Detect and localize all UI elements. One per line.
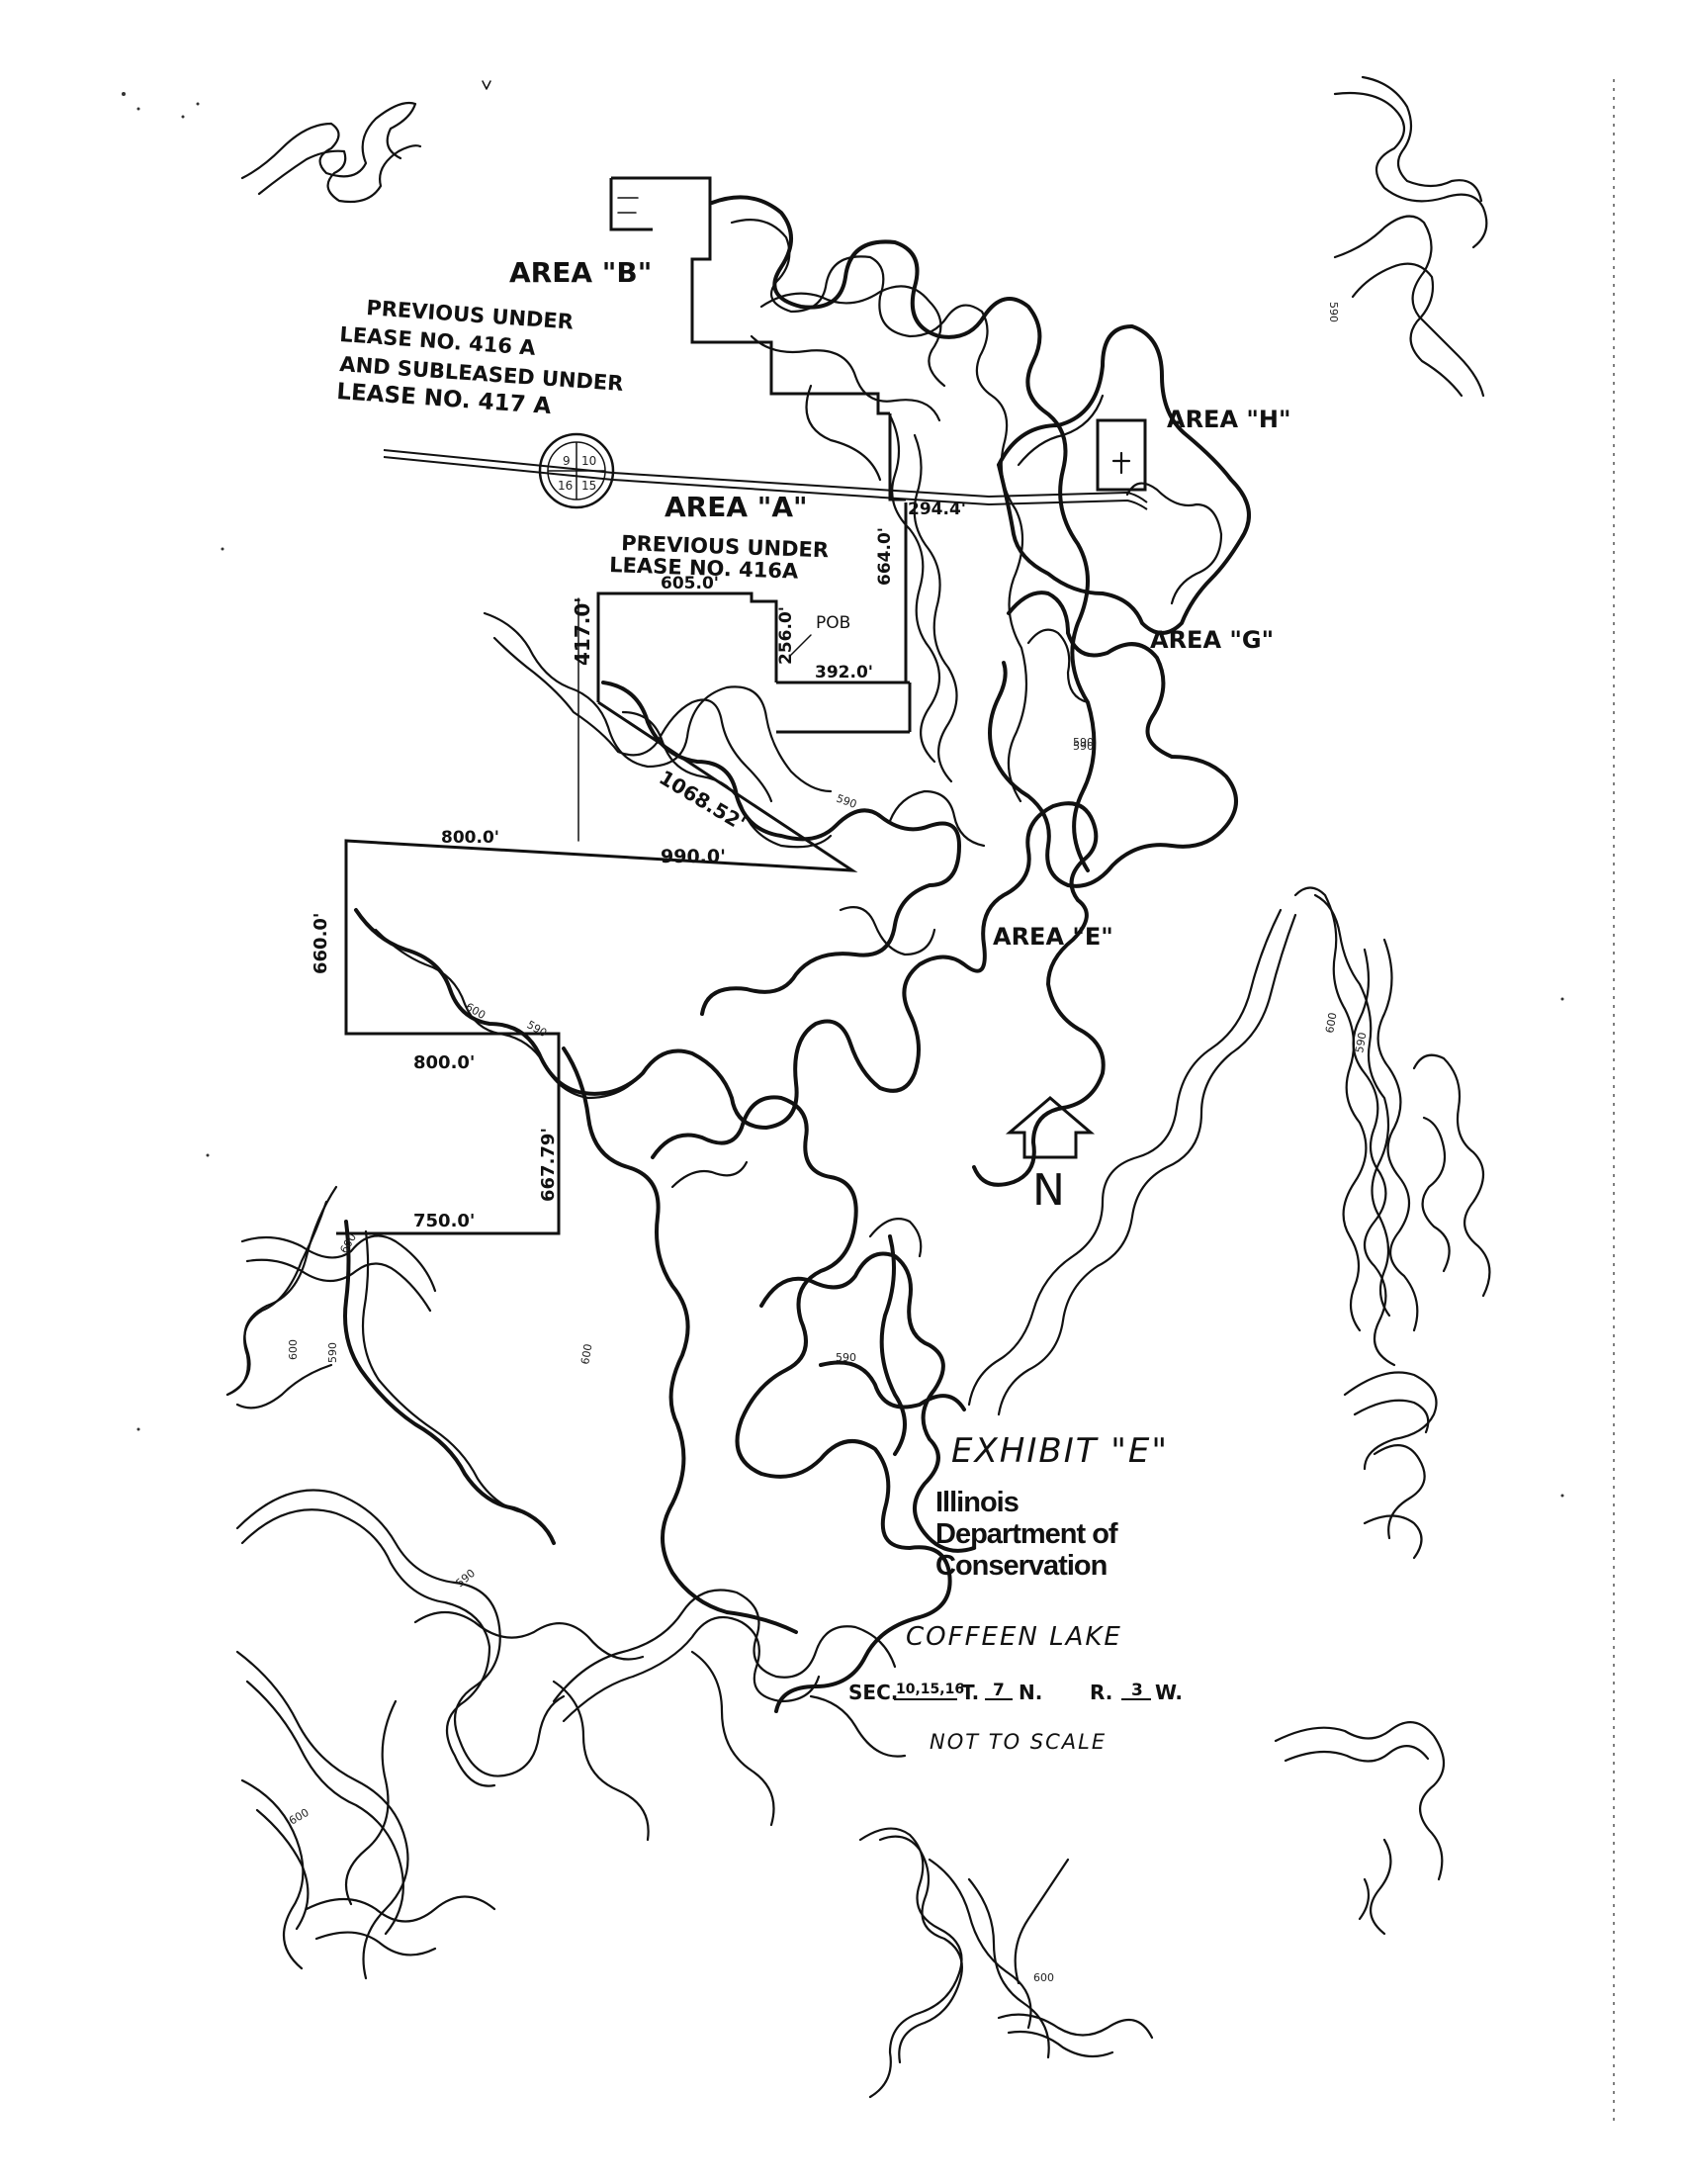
contour-label: 590 [326, 1342, 339, 1363]
section-label-se: 15 [581, 479, 596, 493]
contour-label: 600 [287, 1806, 311, 1828]
sec-value: 10,15,16 [896, 1682, 964, 1697]
area-h-label: AREA "H" [1167, 406, 1290, 433]
exhibit-title: EXHIBIT "E" [951, 1431, 1169, 1471]
area-b-boundary [611, 176, 890, 415]
dim-664: 664.0' [875, 527, 895, 586]
township-value: 7 [993, 1681, 1005, 1700]
contour-label: 590 [1353, 1032, 1369, 1054]
dim-605: 605.0' [661, 574, 719, 593]
sec-prefix: SEC. [848, 1681, 898, 1704]
contour-label: 600 [287, 1339, 300, 1360]
org-line-2: Department of [935, 1518, 1118, 1550]
dim-667: 667.79' [538, 1128, 559, 1202]
township-prefix: T. [961, 1681, 979, 1704]
dim-800-bottom: 800.0' [413, 1052, 475, 1073]
contour-label: 600 [578, 1343, 594, 1366]
contour-label: 590 [454, 1567, 478, 1590]
area-h-boundary [1096, 418, 1147, 492]
dim-417: 417.0' [571, 597, 594, 666]
scale-note: NOT TO SCALE [930, 1730, 1107, 1754]
area-a-label: AREA "A" [665, 491, 808, 523]
contour-label: 600 [1323, 1012, 1339, 1035]
range-prefix: R. [1090, 1681, 1112, 1704]
scan-specks [122, 80, 1564, 1498]
section-label-ne: 10 [581, 454, 596, 468]
pob-label: POB [816, 613, 850, 633]
township-suffix: N. [1019, 1681, 1042, 1704]
dim-392: 392.0' [815, 663, 873, 682]
dim-294: 294.4' [908, 500, 966, 519]
contour-label: 590 [835, 792, 858, 811]
section-label-nw: 9 [563, 454, 571, 468]
contour-lines [225, 75, 1491, 2099]
contour-label: 600 [1033, 1971, 1054, 1984]
section-township-range: SEC. 10,15,16 T. 7 N. R. 3 W. [848, 1681, 1183, 1704]
area-g-label: AREA "G" [1150, 626, 1274, 654]
contour-label: 600 [337, 1231, 359, 1256]
range-value: 3 [1131, 1681, 1143, 1700]
section-marker: 9 10 16 15 [538, 432, 615, 509]
property-boundaries [336, 176, 1148, 1235]
title-block: EXHIBIT "E" Illinois Department of Conse… [848, 1431, 1183, 1754]
road-line [383, 449, 1148, 503]
north-label: N [1032, 1165, 1065, 1216]
contour-label: 590 [1073, 740, 1094, 753]
area-e-label: AREA "E" [993, 923, 1113, 951]
org-line-1: Illinois [935, 1487, 1019, 1518]
section-label-sw: 16 [558, 479, 573, 493]
area-b-label: AREA "B" [509, 256, 652, 289]
range-suffix: W. [1155, 1681, 1183, 1704]
dim-990: 990.0' [661, 846, 726, 867]
lake-name: COFFEEN LAKE [906, 1622, 1122, 1652]
contour-label: 590 [1327, 302, 1340, 322]
north-arrow-icon: N [1005, 1096, 1096, 1216]
org-line-3: Conservation [935, 1550, 1107, 1582]
contour-label: 590 [1073, 736, 1094, 749]
contour-label: 590 [836, 1351, 856, 1364]
dim-800-top: 800.0' [441, 828, 499, 848]
dim-660: 660.0' [310, 913, 331, 974]
dim-750: 750.0' [413, 1211, 475, 1231]
dim-256: 256.0' [776, 606, 796, 665]
area-e-boundary [336, 700, 858, 1235]
